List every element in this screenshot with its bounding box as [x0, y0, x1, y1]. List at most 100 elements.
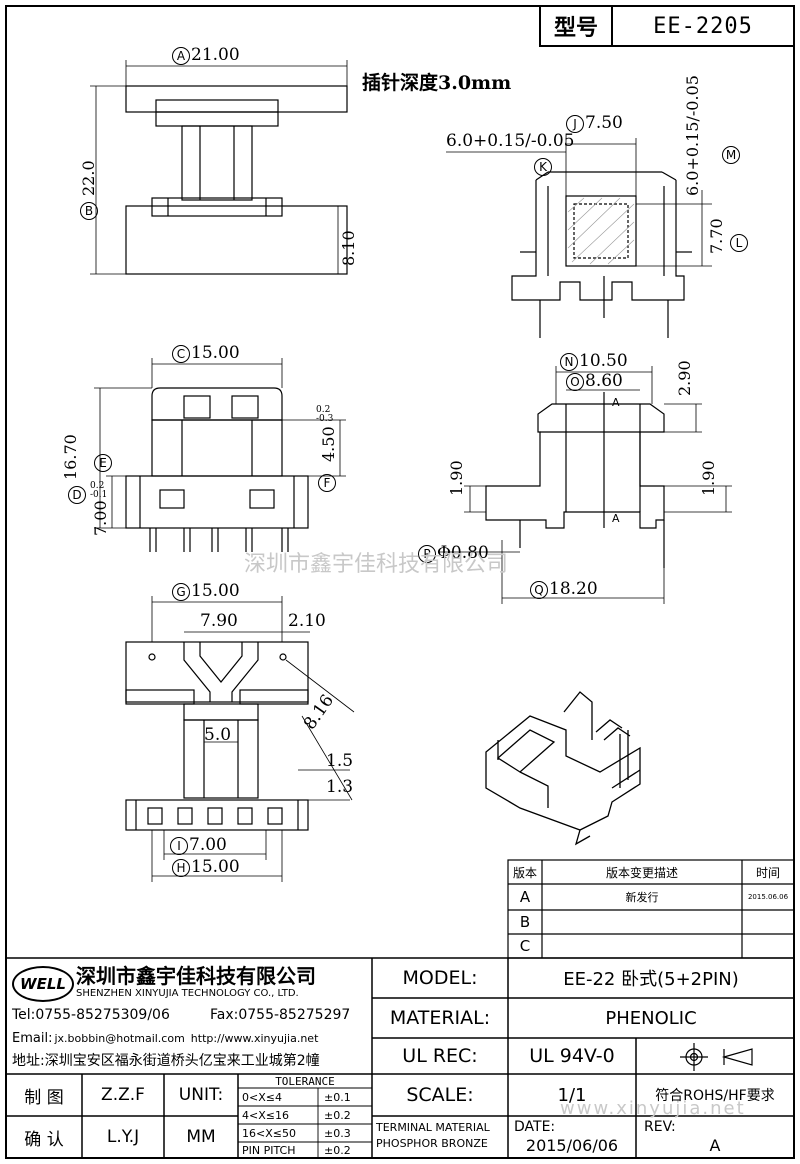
isometric-view: [485, 691, 641, 846]
draw-value: Z.Z.F: [101, 1085, 145, 1105]
callout-C: C: [172, 344, 190, 363]
dim-Q-value: 18.20: [549, 579, 598, 599]
dim-L: 7.70: [707, 218, 726, 254]
dim-M: 6.0+0.15/-0.05: [683, 75, 702, 196]
dim-F-tol-up: 0.2: [316, 405, 331, 415]
callout-E-letter: E: [94, 453, 112, 472]
callout-F: F: [318, 472, 337, 492]
callout-M: M: [722, 144, 741, 164]
view-front-top: [125, 85, 348, 275]
company-fax: Fax:0755-85275297: [210, 1007, 351, 1023]
rev-row-version: B: [519, 913, 531, 931]
callout-A: A: [172, 46, 190, 65]
company-name-en: SHENZHEN XINYUJIA TECHNOLOGY CO., LTD.: [76, 987, 299, 999]
rev-header-desc: 版本变更描述: [605, 865, 678, 880]
dim-8-10: 8.10: [339, 230, 358, 266]
rev-header-version: 版本: [512, 865, 537, 880]
company-address: 地址:深圳宝安区福永街道桥头亿宝来工业城第2幢: [12, 1053, 320, 1069]
material-label: MATERIAL:: [389, 1007, 491, 1029]
view-front-mid: [125, 387, 309, 552]
company-name-cn: 深圳市鑫宇佳科技有限公司: [76, 963, 316, 988]
callout-D: D: [68, 484, 87, 504]
dim-2-10: 2.10: [288, 611, 326, 631]
tolerance-title: TOLERANCE: [275, 1074, 335, 1088]
callout-M-letter: M: [722, 145, 740, 164]
dim-C-value: 15.00: [191, 343, 240, 363]
callout-P: P: [418, 544, 436, 563]
company-tel: Tel:0755-85275309/06: [12, 1007, 170, 1023]
title-block-lines: [6, 957, 794, 1158]
rev-header-date: 时间: [755, 865, 780, 880]
callout-K: K: [534, 156, 553, 176]
callout-K-letter: K: [534, 157, 552, 176]
callout-J: J: [566, 114, 584, 133]
dim-J-value: 7.50: [585, 113, 623, 133]
dim-D: 7.00: [91, 500, 110, 536]
dim-2-90: 2.90: [675, 360, 694, 396]
material-value: PHENOLIC: [605, 1007, 697, 1029]
company-logo: WELL: [12, 966, 74, 1002]
dim-F-tol: 0.2-0.3: [316, 406, 333, 424]
dim-F: 4.50: [319, 426, 338, 462]
dim-B: 22.0: [79, 160, 98, 196]
section-A-top: A: [612, 396, 620, 409]
dim-H-value: 15.00: [191, 857, 240, 877]
dim-D-tol: 0.2-0.1: [90, 482, 107, 500]
header-model-value: EE-2205: [653, 13, 753, 39]
rev-row-date: 2015.06.06: [747, 893, 789, 901]
dim-1-90-left: 1.90: [447, 460, 466, 496]
dim-1-3: 1.3: [326, 777, 354, 797]
ulrec-value: UL 94V-0: [529, 1045, 615, 1067]
section-A-bottom: A: [612, 512, 620, 525]
header-model-label: 型号: [553, 16, 598, 41]
email-value: jx.bobbin@hotmail.com: [54, 1031, 185, 1045]
terminal-material-line2: PHOSPHOR BRONZE: [376, 1137, 488, 1150]
tolerance-range: 16<X≤50: [242, 1126, 296, 1140]
callout-I: I: [170, 836, 188, 855]
draw-label: 制 图: [24, 1087, 64, 1108]
tolerance-value: ±0.1: [324, 1090, 351, 1104]
callout-O: O: [566, 372, 584, 391]
dim-A-value: 21.00: [191, 45, 240, 65]
rev-value: A: [709, 1135, 721, 1155]
tolerance-range: PIN PITCH: [242, 1143, 296, 1157]
dim-1-90-right: 1.90: [699, 460, 718, 496]
scale-label: SCALE:: [406, 1084, 474, 1106]
view-side-top: [511, 171, 692, 338]
model-value: EE-22 卧式(5+2PIN): [563, 969, 739, 990]
callout-F-letter: F: [318, 473, 336, 492]
unit-value: MM: [186, 1127, 216, 1147]
date-label: DATE:: [514, 1119, 556, 1135]
dim-E: 16.70: [61, 434, 80, 480]
rev-label: REV:: [644, 1119, 676, 1135]
ulrec-label: UL REC:: [402, 1045, 478, 1067]
rohs-note: 符合ROHS/HF要求: [655, 1088, 775, 1104]
model-label: MODEL:: [402, 967, 478, 989]
callout-L: L: [730, 232, 749, 252]
view-side-mid: [485, 392, 665, 568]
rev-row-version: A: [519, 888, 531, 906]
dim-O-value: 8.60: [585, 371, 623, 391]
dim-D-tol-dn: -0.1: [90, 490, 108, 500]
rev-row-desc: 新发行: [625, 891, 659, 904]
terminal-material: TERMINAL MATERIAL PHOSPHOR BRONZE: [376, 1120, 490, 1152]
dim-G-value: 15.00: [191, 581, 240, 601]
tolerance-value: ±0.2: [324, 1143, 351, 1157]
dim-K: 6.0+0.15/-0.05: [446, 131, 575, 151]
unit-label: UNIT:: [178, 1085, 224, 1105]
view-top-plan: [125, 641, 309, 831]
projection-symbol: [680, 1043, 753, 1071]
dim-N-value: 10.50: [579, 351, 628, 371]
dim-I-value: 7.00: [189, 835, 227, 855]
tolerance-range: 0<X≤4: [242, 1090, 282, 1104]
scale-value: 1/1: [557, 1084, 587, 1106]
callout-L-letter: L: [730, 233, 748, 252]
terminal-material-line1: TERMINAL MATERIAL: [376, 1121, 490, 1134]
